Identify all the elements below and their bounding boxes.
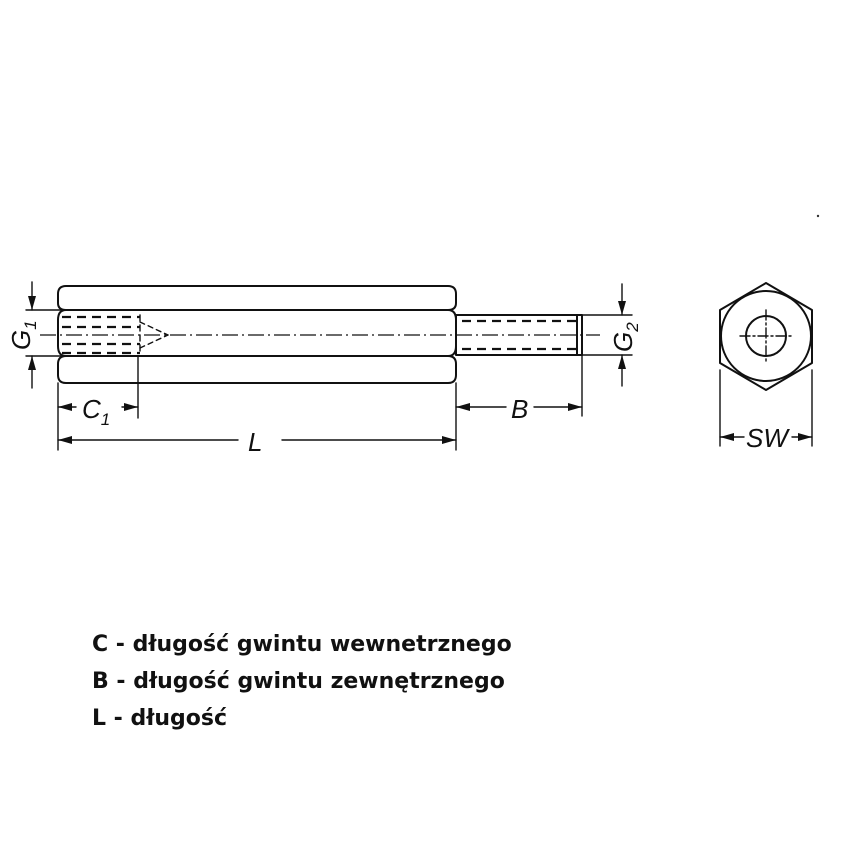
dim-label-l: L: [248, 427, 262, 457]
hex-end-view: [719, 282, 813, 391]
dimension-c1: C1: [57, 394, 139, 429]
hex-body: [57, 285, 457, 384]
dim-label-sw: SW: [746, 423, 790, 453]
dimension-g2: G2: [608, 283, 642, 387]
dimension-b: B: [455, 394, 583, 424]
dimension-g1: G1: [6, 281, 40, 389]
scan-speck: [816, 214, 820, 218]
dim-label-g1: G1: [6, 320, 40, 350]
extension-lines: [25, 309, 813, 451]
dim-label-b: B: [511, 394, 528, 424]
legend-item-c: C - długość gwintu wewnetrznego: [92, 632, 512, 657]
dim-label-c1: C1: [82, 394, 110, 429]
legend: C - długość gwintu wewnetrznego B - dług…: [92, 626, 512, 737]
legend-item-l: L - długość: [92, 706, 228, 731]
dim-label-g2: G2: [608, 322, 642, 352]
legend-item-b: B - długość gwintu zewnętrznego: [92, 669, 505, 694]
dimension-sw: SW: [719, 423, 813, 453]
dimension-l: L: [57, 427, 457, 457]
